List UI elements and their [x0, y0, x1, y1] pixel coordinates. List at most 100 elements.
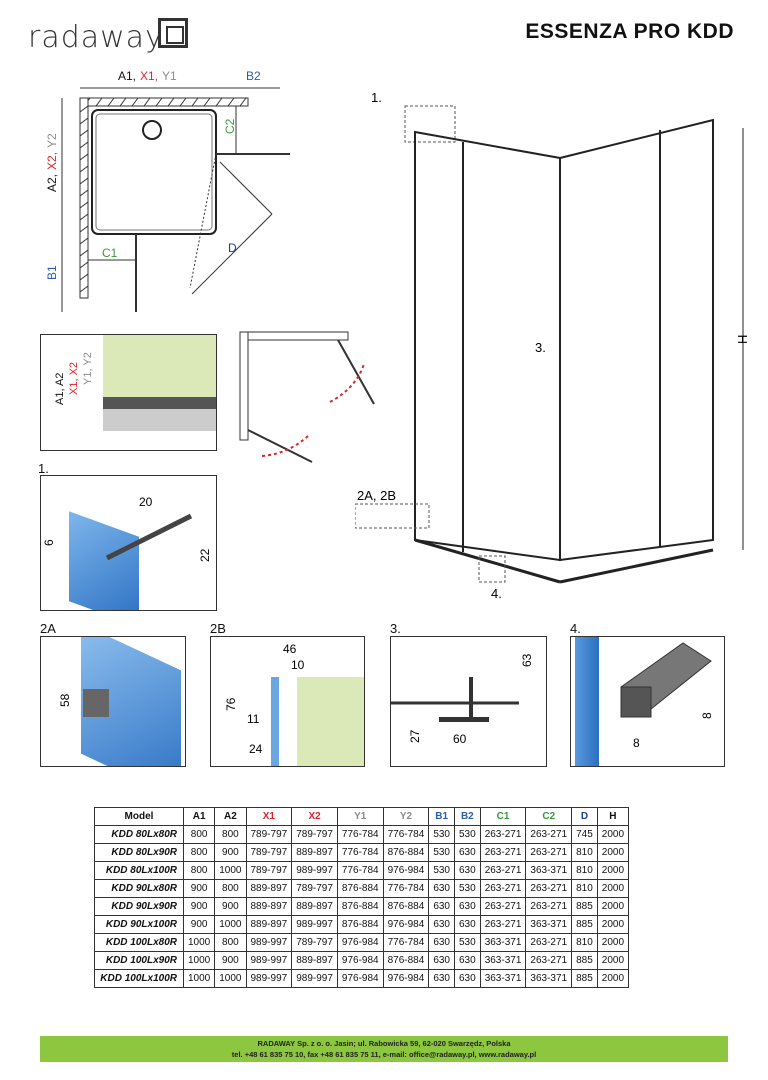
table-cell: 530 — [428, 825, 455, 844]
table-cell: 1000 — [182, 969, 216, 988]
detail-2a-dim-58: 58 — [58, 693, 72, 707]
table-cell: 989-997 — [245, 951, 293, 970]
plan-dim-c1: C1 — [102, 246, 118, 260]
table-cell: 630 — [454, 861, 481, 880]
table-cell: 363-371 — [479, 969, 527, 988]
table-cell: 2000 — [596, 951, 630, 970]
detail-1-dim-20: 20 — [139, 495, 153, 509]
table-cell: 2000 — [596, 969, 630, 988]
table-cell: 789-797 — [291, 933, 338, 952]
table-cell: 876-884 — [382, 843, 430, 862]
table-cell: 363-371 — [479, 951, 527, 970]
detail-2b-dim-24: 24 — [249, 742, 263, 756]
table-cell: 989-997 — [291, 915, 338, 934]
table-cell: 789-797 — [245, 825, 293, 844]
table-cell: 1000 — [214, 969, 247, 988]
table-cell: 263-271 — [479, 879, 527, 898]
table-cell: 810 — [571, 879, 598, 898]
table-cell: 363-371 — [479, 933, 527, 952]
table-cell: 2000 — [596, 825, 630, 844]
table-cell: 989-997 — [291, 969, 338, 988]
footer-contact: tel. +48 61 835 75 10, fax +48 61 835 75… — [231, 1050, 537, 1059]
table-cell: 789-797 — [291, 825, 338, 844]
table-cell: 776-784 — [382, 933, 430, 952]
detail-3-tag: 3. — [390, 621, 401, 636]
table-header-cell: A2 — [214, 807, 247, 826]
table-cell: 630 — [454, 915, 481, 934]
glass-panel — [575, 637, 599, 766]
table-cell: 889-897 — [291, 951, 338, 970]
detail-1-panel: 20 6 22 — [40, 475, 217, 611]
table-cell: 630 — [428, 897, 455, 916]
table-cell: 885 — [571, 915, 598, 934]
table-cell: 800 — [214, 933, 247, 952]
detail-4-tag: 4. — [570, 621, 581, 636]
table-cell: 800 — [214, 825, 247, 844]
table-cell: 263-271 — [525, 933, 573, 952]
table-model-cell: KDD 80Lx90R — [94, 843, 184, 862]
table-cell: 2000 — [596, 915, 630, 934]
table-header-cell: H — [596, 807, 630, 826]
enclosure-3d-view: 1. 3. 2A, 2B 4. H — [355, 90, 750, 601]
table-cell: 2000 — [596, 861, 630, 880]
table-header-cell: C2 — [525, 807, 573, 826]
table-cell: 810 — [571, 843, 598, 862]
table-cell: 810 — [571, 933, 598, 952]
wall-area — [297, 677, 364, 766]
detail-2b-dim-46: 46 — [283, 642, 297, 656]
table-cell: 889-897 — [245, 897, 293, 916]
section-view-panel: A1, A2 X1, X2 Y1, Y2 — [40, 334, 217, 451]
table-cell: 876-884 — [336, 915, 384, 934]
plan-dim-c2: C2 — [223, 118, 237, 134]
table-cell: 976-984 — [382, 915, 430, 934]
table-cell: 800 — [182, 825, 216, 844]
table-cell: 800 — [182, 843, 216, 862]
plan-dim-b1: B1 — [45, 265, 59, 280]
company-footer: RADAWAY Sp. z o. o. Jasin; ul. Rabowicka… — [40, 1036, 728, 1062]
table-cell: 1000 — [182, 933, 216, 952]
table-cell: 976-984 — [336, 933, 384, 952]
plan-dim-a2: A2, — [45, 174, 59, 192]
detail-1-dim-22: 22 — [198, 548, 212, 562]
detail-1-tag: 1. — [38, 461, 49, 476]
table-cell: 263-271 — [479, 915, 527, 934]
product-title: ESSENZA PRO KDD — [525, 20, 734, 43]
table-model-cell: KDD 100Lx100R — [94, 969, 184, 988]
table-cell: 989-997 — [291, 861, 338, 880]
detail-2a-panel: 58 — [40, 636, 186, 767]
brand-logo: radaway — [28, 20, 164, 55]
table-cell: 776-784 — [336, 825, 384, 844]
plan-dim-x2: X2, — [45, 152, 59, 170]
detail-2b-dim-11: 11 — [247, 712, 260, 726]
table-header-cell: X2 — [291, 807, 338, 826]
table-cell: 776-784 — [336, 843, 384, 862]
detail-2b-dim-76: 76 — [224, 697, 238, 711]
table-header-cell: Model — [94, 807, 184, 826]
table-cell: 2000 — [596, 897, 630, 916]
table-cell: 876-884 — [382, 897, 430, 916]
table-header-cell: D — [571, 807, 598, 826]
table-cell: 800 — [214, 879, 247, 898]
table-header-cell: B1 — [428, 807, 455, 826]
table-model-cell: KDD 100Lx90R — [94, 951, 184, 970]
table-cell: 530 — [428, 861, 455, 880]
table-cell: 789-797 — [291, 879, 338, 898]
table-cell: 2000 — [596, 933, 630, 952]
table-cell: 630 — [454, 969, 481, 988]
table-cell: 776-784 — [336, 861, 384, 880]
table-cell: 900 — [182, 897, 216, 916]
table-header-cell: C1 — [479, 807, 527, 826]
table-cell: 530 — [428, 843, 455, 862]
table-cell: 900 — [182, 915, 216, 934]
table-header-cell: X1 — [245, 807, 293, 826]
detail-4-panel: 8 8 — [570, 636, 725, 767]
callout-4: 4. — [491, 586, 502, 601]
detail-2b-panel: 46 10 76 11 24 — [210, 636, 365, 767]
table-cell: 263-271 — [479, 843, 527, 862]
floor-area — [103, 409, 216, 431]
